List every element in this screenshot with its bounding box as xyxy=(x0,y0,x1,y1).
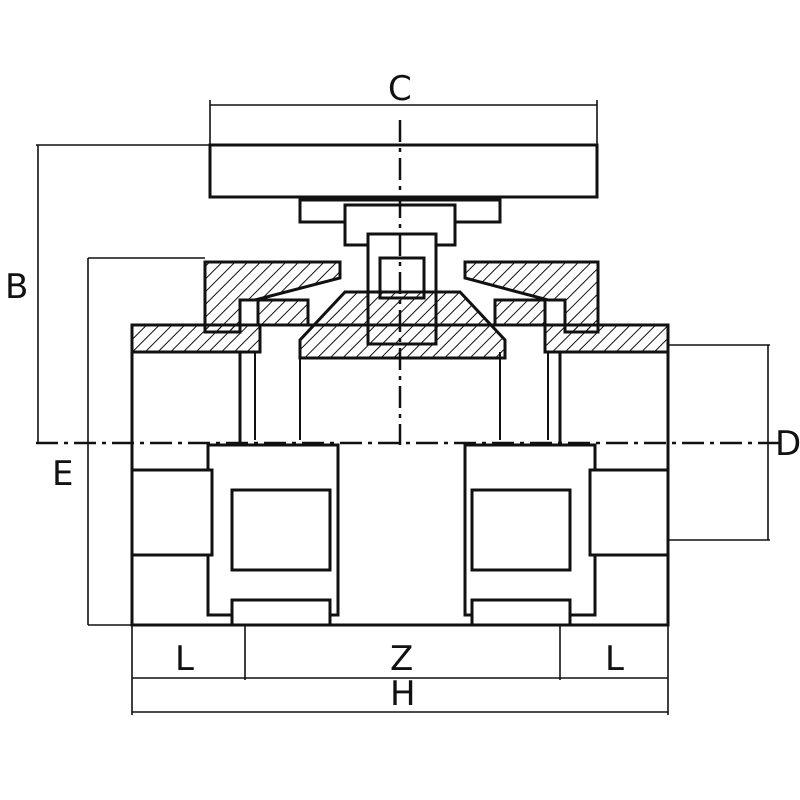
right-union-nut xyxy=(463,443,670,627)
dimension-label-b: B xyxy=(5,267,28,307)
dimension-label-l-right: L xyxy=(605,639,624,679)
dimension-label-l-left: L xyxy=(175,639,194,679)
center-lines xyxy=(36,120,780,445)
dimension-label-c: C xyxy=(388,69,412,109)
dimension-lines xyxy=(36,100,770,715)
handle xyxy=(208,143,599,247)
left-union-nut xyxy=(130,443,340,627)
dimension-label-h: H xyxy=(390,674,416,714)
dimension-label-d: D xyxy=(775,424,800,464)
dimension-label-z: Z xyxy=(390,639,413,679)
dimension-label-e: E xyxy=(52,454,73,494)
valve-body xyxy=(130,260,670,360)
